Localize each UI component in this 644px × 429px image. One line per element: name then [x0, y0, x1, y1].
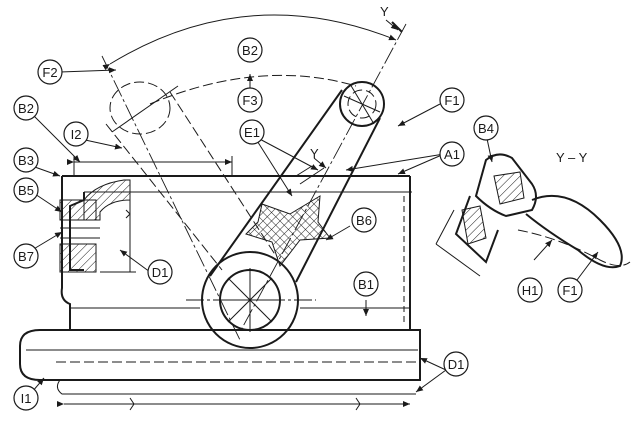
callout-label: H1: [522, 283, 539, 298]
detail-y-y: [435, 153, 631, 277]
callout-label: D1: [448, 357, 465, 372]
callout-label: I2: [71, 127, 82, 142]
callout-label: D1: [152, 265, 169, 280]
top-dimension: [67, 156, 233, 176]
callout-b2-top: B2: [237, 37, 263, 63]
callout-label: B4: [478, 121, 494, 136]
callout-label: B6: [356, 213, 372, 228]
callout-label: B7: [18, 249, 34, 264]
callout-e1: E1: [239, 119, 265, 145]
callout-b7: B7: [13, 243, 39, 269]
bottom-dimension: [57, 397, 410, 411]
callout-i1: I1: [13, 385, 39, 411]
angle-dimensions: [102, 14, 397, 105]
callout-a1: A1: [439, 141, 465, 167]
callout-b6: B6: [351, 207, 377, 233]
section-mark-y-mid: Y: [310, 146, 319, 161]
lower-hub: [186, 251, 316, 349]
right-inclined-arm: [209, 23, 407, 333]
callout-f3: F3: [237, 87, 263, 113]
callout-label: B5: [18, 183, 34, 198]
cutting-plane: [313, 19, 403, 169]
callout-label: F1: [444, 93, 459, 108]
callout-b3: B3: [13, 147, 39, 173]
callout-i2: I2: [63, 121, 89, 147]
callout-label: B2: [242, 43, 258, 58]
callout-f1-right: F1: [439, 87, 465, 113]
section-title-y-y: Y – Y: [556, 150, 588, 165]
callout-label: B3: [18, 153, 34, 168]
section-mark-y-top: Y: [380, 4, 389, 19]
callout-label: B2: [18, 101, 34, 116]
callout-d1-mid: D1: [147, 259, 173, 285]
callout-label: F3: [242, 93, 257, 108]
base-plate: [19, 307, 421, 395]
callout-label: F1: [562, 283, 577, 298]
callout-label: I1: [21, 391, 32, 406]
callout-f2: F2: [37, 59, 63, 85]
callout-b2-left: B2: [13, 95, 39, 121]
callout-b4: B4: [473, 115, 499, 141]
callout-h1: H1: [517, 277, 543, 303]
base-body: [60, 175, 412, 330]
callout-b5: B5: [13, 177, 39, 203]
callout-label: F2: [42, 65, 57, 80]
callout-label: B1: [358, 277, 374, 292]
left-boss-section: [59, 179, 136, 273]
callout-label: E1: [244, 125, 260, 140]
rib-section: [245, 165, 331, 268]
callout-d1-bottom: D1: [443, 351, 469, 377]
callout-b1: B1: [353, 271, 379, 297]
callout-label: A1: [444, 147, 460, 162]
callout-f1-detail: F1: [557, 277, 583, 303]
